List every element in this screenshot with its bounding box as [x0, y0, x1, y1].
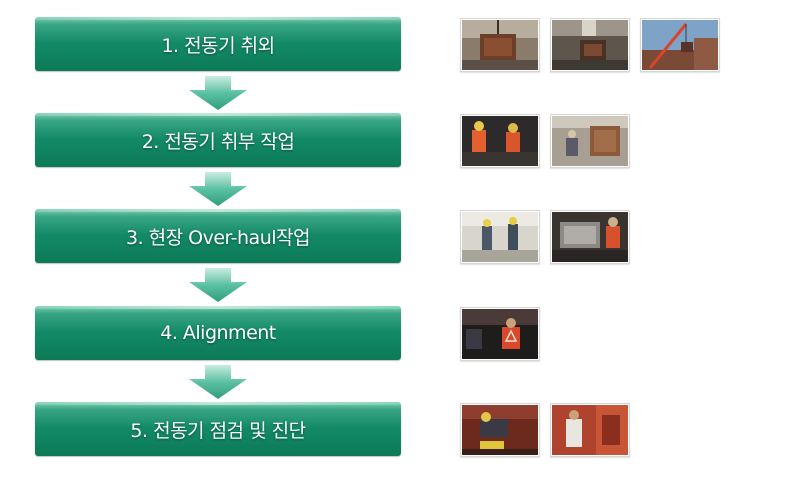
down-arrow-icon	[189, 172, 247, 206]
down-arrow-icon	[189, 365, 247, 399]
step-3-photos	[460, 210, 630, 264]
photo-motor-hoisting[interactable]	[460, 18, 540, 72]
step-1-box: 1. 전동기 취외	[35, 17, 401, 71]
photo-overhaul-workers[interactable]	[460, 210, 540, 264]
step-3-label: 3. 현장 Over-haul작업	[126, 226, 310, 249]
step-1-label: 1. 전동기 취외	[161, 34, 275, 57]
photo-motor-diagnosis[interactable]	[550, 403, 630, 457]
step-1-photos	[460, 18, 720, 72]
step-2-label: 2. 전동기 취부 작업	[141, 130, 295, 153]
step-2-photos	[460, 114, 630, 168]
step-4-box: 4. Alignment	[35, 306, 401, 360]
step-4-label: 4. Alignment	[160, 322, 276, 344]
down-arrow-icon	[189, 268, 247, 302]
step-3-box: 3. 현장 Over-haul작업	[35, 209, 401, 263]
photo-motor-check[interactable]	[460, 403, 540, 457]
photo-workers-installation[interactable]	[460, 114, 540, 168]
down-arrow-icon	[189, 76, 247, 110]
step-5-box: 5. 전동기 점검 및 진단	[35, 402, 401, 456]
photo-overhaul-inspection[interactable]	[550, 210, 630, 264]
photo-alignment-work[interactable]	[460, 307, 540, 361]
photo-motor-mounting[interactable]	[550, 114, 630, 168]
step-5-photos	[460, 403, 630, 457]
photo-crane-lift[interactable]	[640, 18, 720, 72]
step-4-photos	[460, 307, 540, 361]
step-5-label: 5. 전동기 점검 및 진단	[130, 419, 306, 442]
photo-motor-removal[interactable]	[550, 18, 630, 72]
step-2-box: 2. 전동기 취부 작업	[35, 113, 401, 167]
